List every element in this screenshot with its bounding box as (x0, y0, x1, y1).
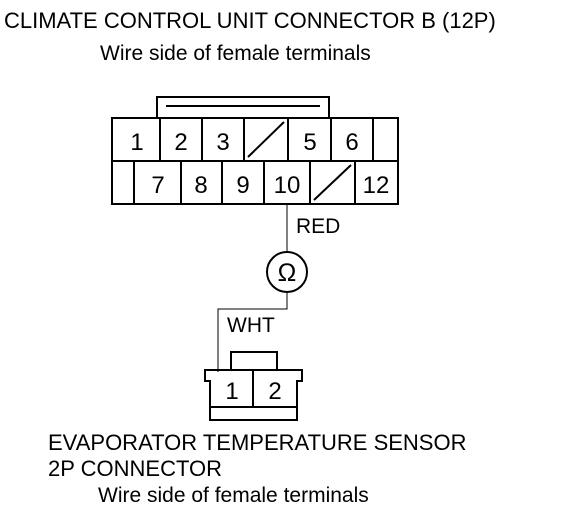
sensor-title-line1: EVAPORATOR TEMPERATURE SENSOR (48, 430, 467, 455)
ohm-symbol: Ω (278, 259, 297, 287)
wht-wire-label: WHT (227, 314, 275, 337)
terminal-label: 10 (274, 172, 301, 199)
connector-b-subtitle: Wire side of female terminals (100, 42, 371, 65)
terminal-label: 9 (236, 172, 249, 199)
terminal-label: 7 (151, 172, 164, 199)
terminal-label: 12 (363, 172, 390, 199)
terminal-label: 6 (345, 129, 358, 156)
sensor-housing (204, 369, 303, 421)
sensor-connector (204, 351, 303, 421)
terminal-label: 8 (194, 172, 207, 199)
terminal-label: 2 (174, 129, 187, 156)
connector-b-title: CLIMATE CONTROL UNIT CONNECTOR B (12P) (4, 8, 496, 33)
sensor-title-line2: 2P CONNECTOR (48, 456, 223, 481)
terminal-label: 5 (303, 129, 316, 156)
connector-b-top-row: 1 2 3 5 6 (130, 129, 358, 156)
sensor-lock-tab (230, 351, 278, 371)
red-wire-label: RED (296, 215, 340, 238)
wht-wire (217, 292, 288, 372)
terminal-label: 1 (225, 378, 238, 405)
sensor-terminals: 1 2 (225, 378, 281, 405)
connector-b-bottom-row: 7 8 9 10 12 (151, 172, 389, 199)
terminal-label: 1 (130, 129, 143, 156)
terminal-label: 3 (216, 129, 229, 156)
sensor-subtitle: Wire side of female terminals (98, 484, 369, 507)
unused-cavity-slash (313, 164, 352, 201)
connector-b (111, 96, 399, 205)
terminal-label: 2 (268, 378, 281, 405)
ohmmeter-icon: Ω (266, 251, 308, 293)
unused-cavity-slash (247, 121, 285, 158)
connector-b-lock-tab (156, 96, 330, 118)
